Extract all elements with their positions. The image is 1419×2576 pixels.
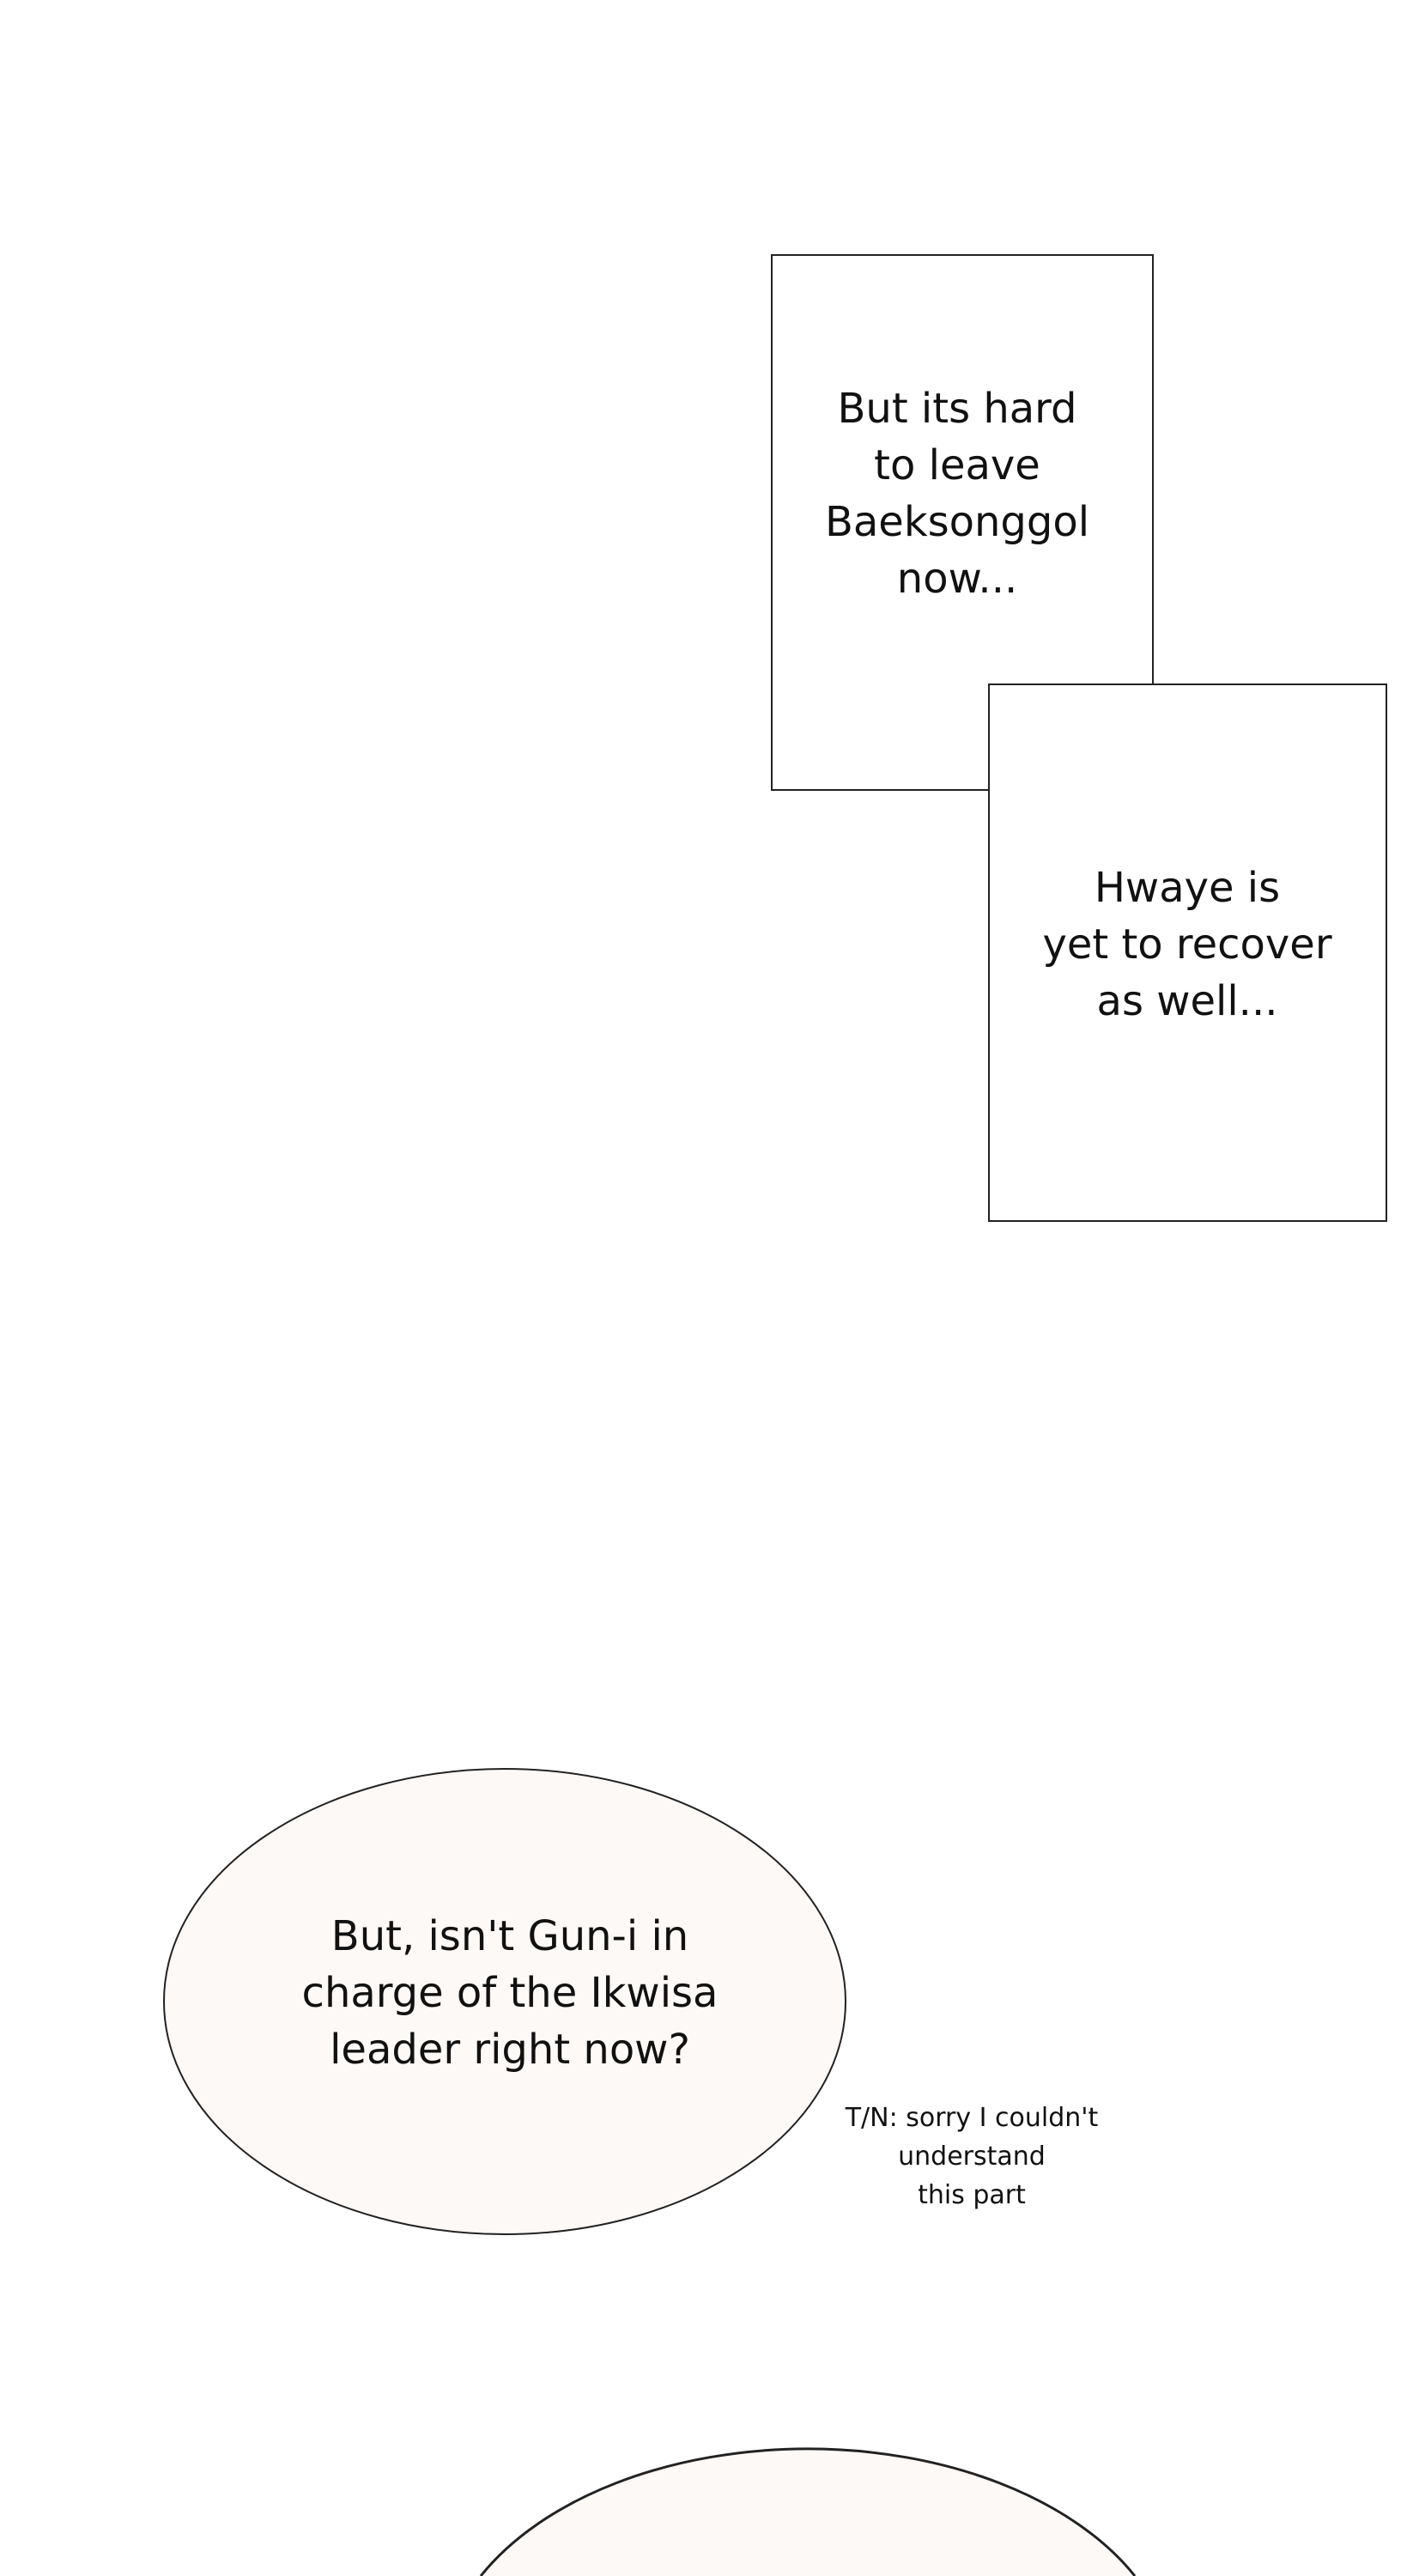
speech-bubble-2-outline (479, 2447, 1137, 2576)
caption-line: now... (896, 555, 1018, 603)
caption-2-text: Hwaye is yet to recover as well... (1042, 867, 1331, 1037)
translator-note: T/N: sorry I couldn't understand this pa… (846, 2105, 1099, 2221)
caption-line: to leave (874, 441, 1040, 489)
caption-line: Hwaye is (1094, 864, 1281, 912)
bubble-line: leader right now? (330, 2026, 690, 2074)
caption-line: as well... (1096, 977, 1278, 1025)
caption-1-text: But its hard to leave Baeksonggol now... (825, 388, 1089, 615)
bubble-line: charge of the Ikwisa (301, 1969, 719, 2017)
note-line: T/N: sorry I couldn't (845, 2103, 1099, 2133)
caption-line: yet to recover (1042, 920, 1332, 969)
speech-bubble-2 (481, 2448, 1135, 2576)
note-line: understand (898, 2142, 1046, 2172)
note-line: this part (918, 2180, 1026, 2210)
speech-bubble-1 (163, 1768, 846, 2235)
caption-line: Baeksonggol (824, 498, 1090, 546)
bubble-1-text: But, isn't Gun-i in charge of the Ikwisa… (302, 1916, 719, 2086)
caption-line: But its hard (837, 385, 1077, 433)
bubble-line: But, isn't Gun-i in (330, 1912, 689, 1960)
